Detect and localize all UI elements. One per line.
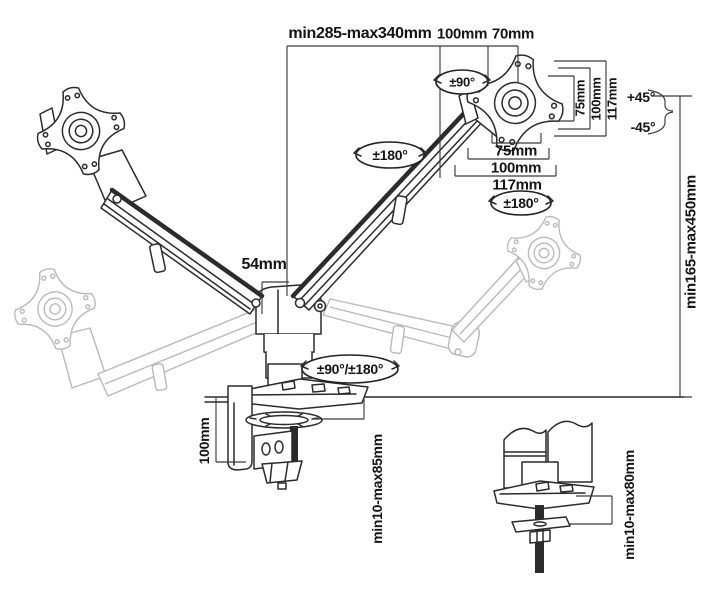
dim-label-vesa-bottom-100: 100mm bbox=[490, 159, 542, 177]
left-vesa-plate bbox=[26, 76, 136, 186]
dim-label-vesa-side-117: 117mm bbox=[604, 77, 620, 121]
rotation-label-upper-arm: ±180° bbox=[372, 147, 408, 163]
right-arm bbox=[290, 90, 511, 311]
dim-label-vesa-side-75: 75mm bbox=[572, 79, 588, 117]
dim-label-tilt-down: -45° bbox=[630, 119, 656, 135]
dim-label-extension-range: min285-max340mm bbox=[288, 25, 432, 42]
left-arm bbox=[87, 149, 265, 315]
rotation-ovals bbox=[300, 69, 554, 384]
dim-label-height-range: min165-max450mm bbox=[682, 175, 700, 309]
desk-clamp bbox=[227, 385, 323, 490]
dim-label-vesa-bottom-75: 75mm bbox=[494, 142, 538, 160]
dimension-lines bbox=[215, 45, 692, 525]
dim-label-arm-link-length: 100mm bbox=[436, 25, 488, 43]
dim-label-clamp-desk-range: min10-max85mm bbox=[369, 434, 385, 544]
dim-label-clamp-height: 100mm bbox=[196, 417, 212, 465]
dim-label-tilt-up: +45° bbox=[626, 89, 656, 105]
ghost-left-arm bbox=[5, 259, 269, 397]
dim-label-vesa-side-100: 100mm bbox=[588, 77, 604, 121]
dim-label-grommet-desk-range: min10-max80mm bbox=[621, 450, 637, 560]
rotation-label-monitor: ±180° bbox=[503, 195, 539, 211]
rotation-label-base: ±90°/±180° bbox=[316, 361, 384, 377]
ghost-right-arm bbox=[322, 207, 590, 358]
grommet-mount-detail bbox=[493, 420, 595, 573]
dim-label-pole-offset: 54mm bbox=[241, 256, 287, 273]
dim-label-plate-offset: 70mm bbox=[491, 25, 535, 43]
rotation-label-vesa: ±90° bbox=[449, 74, 475, 90]
dim-label-vesa-bottom-117: 117mm bbox=[492, 176, 542, 194]
